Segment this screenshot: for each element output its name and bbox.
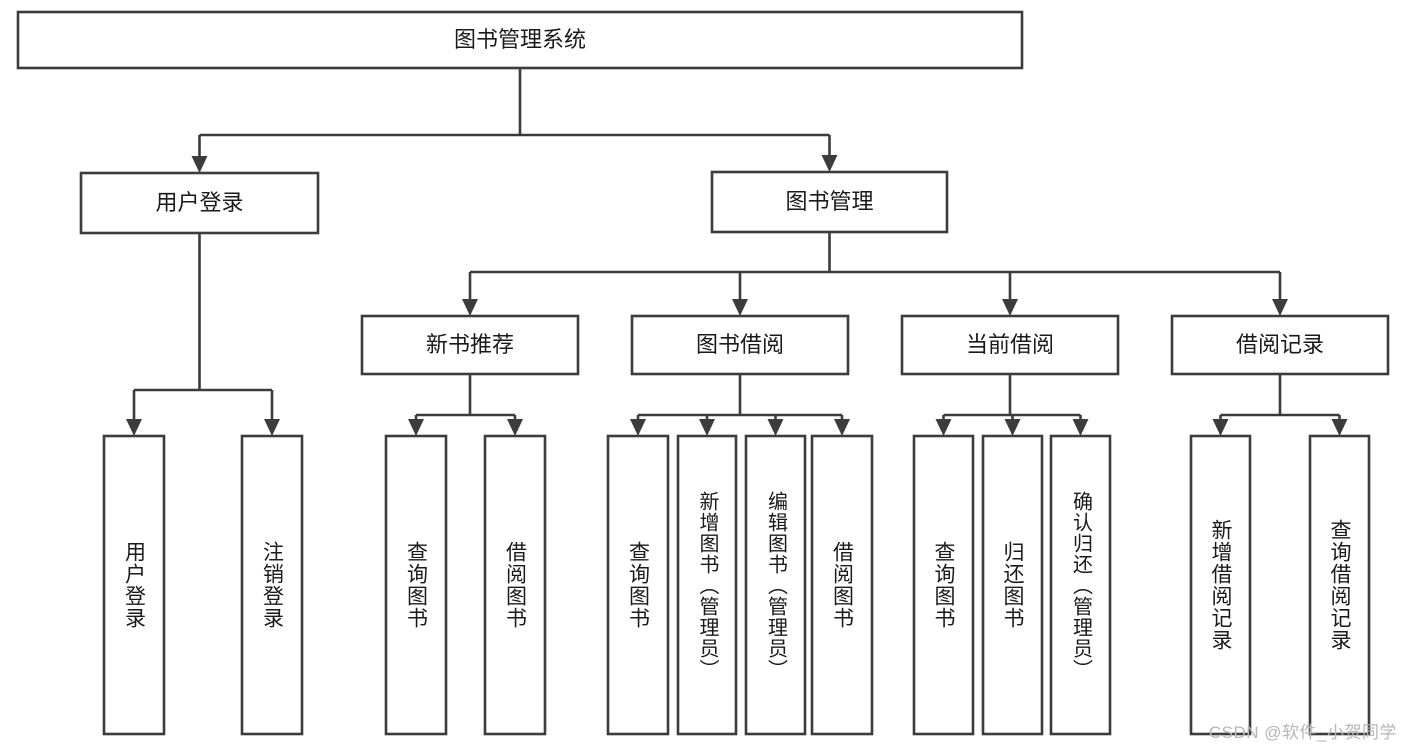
- node-box-leaf-confirm-return[interactable]: [1049, 434, 1112, 736]
- arrow-head: [935, 419, 952, 436]
- node-label-book-borrow: 图书借阅: [696, 332, 784, 357]
- node-box-leaf-borrow-book[interactable]: [810, 434, 874, 736]
- node-label-borrow-record: 借阅记录: [1236, 332, 1324, 357]
- node-label-current-borrow: 当前借阅: [966, 332, 1054, 357]
- node-box-leaf-query-book-borrow[interactable]: [606, 434, 670, 736]
- node-box-new-book-recommend[interactable]: [360, 314, 580, 376]
- node-box-leaf-borrow-book-recommend[interactable]: [483, 434, 547, 736]
- node-box-leaf-user-login[interactable]: [102, 434, 166, 736]
- arrow-head: [1331, 419, 1348, 436]
- arrow-head: [191, 156, 208, 173]
- node-box-current-borrow[interactable]: [900, 314, 1120, 376]
- arrow-head: [767, 419, 784, 436]
- arrow-head: [821, 155, 838, 172]
- node-box-leaf-edit-book[interactable]: [744, 434, 807, 736]
- node-box-root[interactable]: [16, 10, 1024, 70]
- arrow-head: [264, 419, 280, 436]
- node-label-new-book-recommend: 新书推荐: [426, 332, 514, 357]
- node-box-user-login[interactable]: [79, 171, 320, 235]
- node-box-leaf-add-book[interactable]: [676, 434, 738, 736]
- node-box-book-borrow[interactable]: [630, 314, 850, 376]
- node-boxes-layer: [16, 10, 1390, 736]
- node-box-leaf-query-book-recommend[interactable]: [384, 434, 448, 736]
- node-label-book-manage: 图书管理: [785, 189, 873, 214]
- node-box-leaf-add-borrow-record[interactable]: [1189, 434, 1252, 736]
- arrow-head: [1002, 299, 1018, 316]
- arrow-head: [1072, 419, 1089, 436]
- node-box-leaf-return-book[interactable]: [981, 434, 1044, 736]
- node-box-borrow-record[interactable]: [1170, 314, 1390, 376]
- node-box-leaf-query-borrow-record[interactable]: [1308, 434, 1371, 736]
- node-label-user-login: 用户登录: [155, 190, 243, 215]
- arrow-head: [1004, 419, 1021, 436]
- node-box-leaf-query-book-current[interactable]: [912, 434, 975, 736]
- arrow-head: [1212, 419, 1229, 436]
- arrow-head: [462, 299, 478, 316]
- arrow-head: [732, 299, 748, 316]
- watermark-text: CSDN @软件_小贺同学: [1208, 723, 1397, 742]
- arrow-head: [126, 419, 142, 436]
- node-box-leaf-logout[interactable]: [240, 434, 304, 736]
- arrow-head: [408, 419, 424, 436]
- arrow-head: [1272, 299, 1288, 316]
- node-box-book-manage[interactable]: [710, 170, 949, 234]
- arrow-head: [630, 419, 646, 436]
- arrow-head: [507, 419, 523, 436]
- arrow-head: [834, 419, 850, 436]
- arrow-head: [699, 419, 715, 436]
- connector-edges-layer: [126, 68, 1348, 436]
- node-label-root: 图书管理系统: [454, 27, 586, 52]
